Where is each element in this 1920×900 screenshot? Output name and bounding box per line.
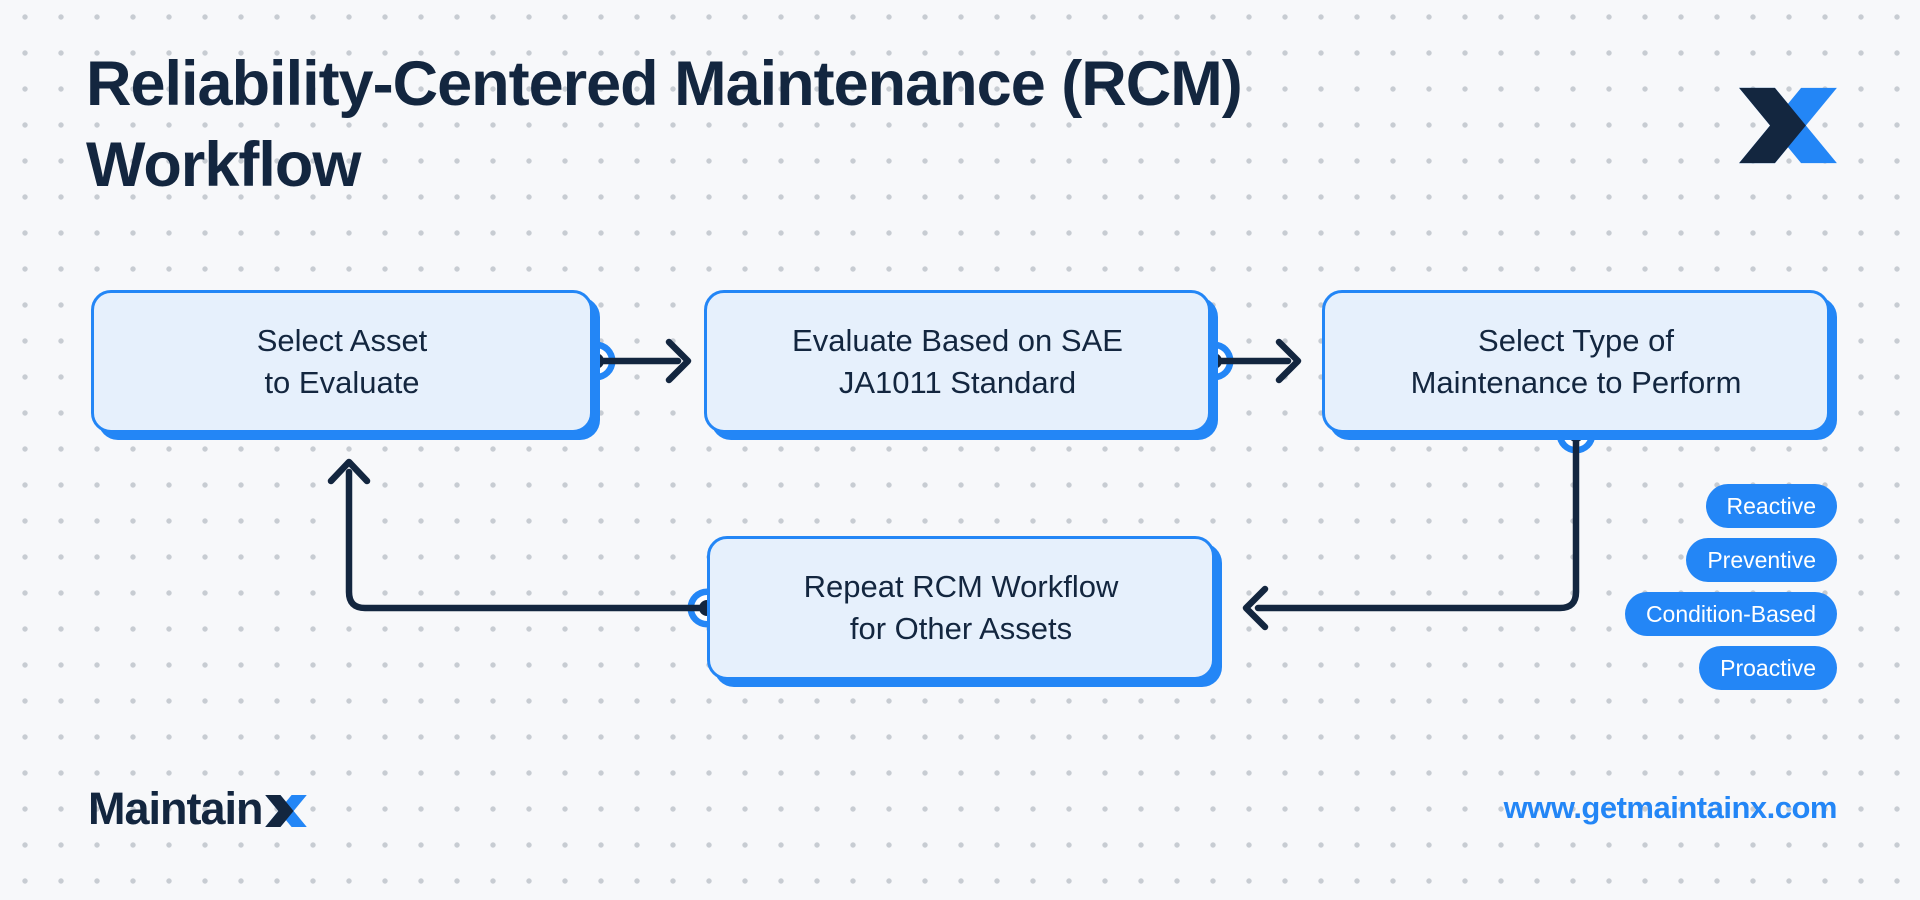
- brand-x-icon: [265, 795, 307, 827]
- page-title-line2: Workflow: [86, 130, 361, 200]
- brand-text: Maintain: [88, 783, 264, 834]
- node-label-line: for Other Assets: [849, 611, 1073, 646]
- arrow-step3-to-repeat: [1242, 430, 1580, 631]
- pill-proactive: Proactive: [1699, 646, 1837, 690]
- node-label-line: JA1011 Standard: [838, 364, 1077, 400]
- page-title-line1: Reliability-Centered Maintenance (RCM): [86, 49, 1243, 119]
- node-label-line: Select Type of: [1478, 322, 1674, 358]
- node-label-line: Select Asset: [256, 322, 428, 358]
- flow-node-select-asset: Select Asset to Evaluate: [91, 290, 593, 433]
- arrow-repeat-to-step1: [327, 458, 711, 612]
- flow-node-repeat-workflow: Repeat RCM Workflow for Other Assets: [707, 536, 1215, 680]
- maintainx-wordmark: Maintain: [88, 783, 307, 835]
- arrow-step2-to-step3: [1210, 338, 1302, 384]
- pill-preventive: Preventive: [1686, 538, 1837, 582]
- node-label-line: Maintenance to Perform: [1410, 364, 1742, 400]
- pill-condition-based: Condition-Based: [1624, 592, 1837, 636]
- arrow-step1-to-step2: [592, 338, 692, 384]
- node-label-line: Evaluate Based on SAE: [792, 322, 1123, 358]
- maintainx-logo-icon: [1739, 86, 1837, 165]
- flow-node-select-maintenance-type: Select Type of Maintenance to Perform: [1322, 290, 1830, 433]
- node-label-line: to Evaluate: [264, 364, 420, 400]
- website-url[interactable]: www.getmaintainx.com: [1503, 790, 1838, 825]
- pill-reactive: Reactive: [1705, 484, 1837, 528]
- flow-node-evaluate-sae: Evaluate Based on SAE JA1011 Standard: [704, 290, 1211, 433]
- page-title: Reliability-Centered Maintenance (RCM) W…: [86, 44, 1243, 206]
- maintenance-type-list: Reactive Preventive Condition-Based Proa…: [1624, 484, 1837, 690]
- node-label-line: Repeat RCM Workflow: [803, 569, 1119, 604]
